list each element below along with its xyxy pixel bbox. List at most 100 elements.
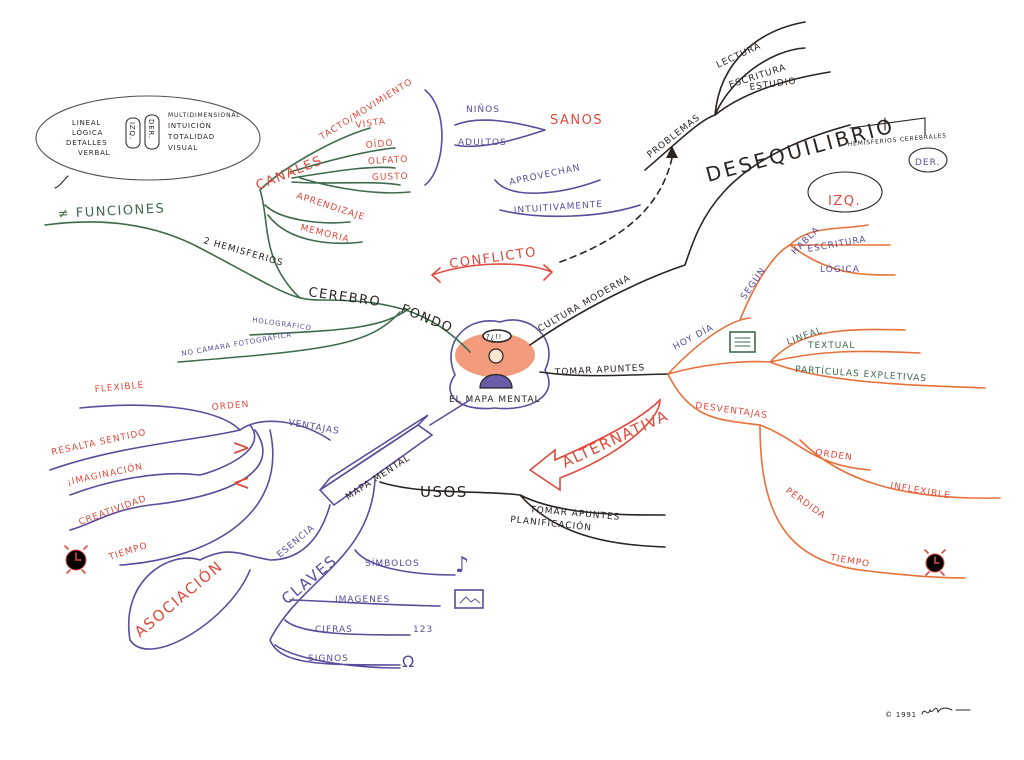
trait-verbal: Verbal [78, 149, 110, 157]
trait-intuicion: Intuición [168, 121, 212, 130]
trait-multidimensional: Multidimensional [168, 112, 240, 119]
label-gusto: Gusto [372, 172, 409, 183]
greater-than-symbol: > [232, 436, 252, 461]
label-intuitivamente: Intuitivamente [514, 200, 604, 216]
dashed-arrow-line [559, 157, 673, 263]
label-desventajas: Desventajas [695, 401, 769, 421]
label-tiempo-desventajas: Tiempo [828, 553, 870, 570]
trait-totalidad: Totalidad [167, 133, 215, 141]
der-hemisphere-icon [144, 114, 160, 150]
picture-icon [454, 589, 484, 609]
label-cifras: Cifras [315, 625, 353, 635]
branch-mapa-mental: Mapa mental Ventajas Orden Flexible Resa… [49, 381, 666, 671]
person-head-icon [488, 348, 504, 364]
label-segun: Según [738, 265, 769, 302]
alternativa-group: Alternativa [528, 398, 671, 492]
line-doc [667, 328, 986, 389]
line-ninos-adultos [454, 119, 641, 218]
label-aprovechan: Aprovechan [509, 163, 582, 188]
line-hoy-dia [667, 224, 896, 375]
label-conflicto: Conflicto [448, 245, 538, 272]
line-to-center [429, 399, 471, 426]
line-aprendizaje-memoria [264, 204, 363, 245]
conflicto-group: Conflicto [430, 146, 678, 283]
label-logica: Lógica [820, 263, 860, 275]
speech-text: ?¿!! [486, 333, 502, 341]
label-fondo: Fondo [399, 302, 456, 337]
label-signos: Signos [308, 654, 349, 664]
label-orden-ventajas: Orden [211, 400, 249, 413]
label-inflexible: Inflexible [889, 481, 951, 501]
alarm-clock-icon [924, 549, 946, 576]
label-imagenes: Imagenes [335, 595, 390, 605]
line-no-camara [177, 311, 401, 363]
label-canales: Canales [254, 153, 325, 193]
label-sanos: Sanos [550, 113, 603, 128]
line-ventajas [49, 404, 331, 566]
signature [921, 707, 971, 715]
label-cultura-moderna: Cultura moderna [537, 273, 633, 334]
omega-icon: Ω [402, 652, 416, 671]
label-textual: Textual [807, 341, 855, 351]
line-fondo [44, 221, 471, 353]
label-asociacion: Asociación [130, 556, 226, 641]
note-der-label: Der. [147, 119, 155, 139]
line-cultura [529, 124, 851, 346]
alternativa-arrow-icon [528, 398, 661, 492]
less-than-symbol: < [232, 471, 252, 496]
scale-pan-izq [807, 171, 883, 213]
alarm-clock-icon [64, 545, 88, 574]
line-claves [269, 479, 456, 669]
label-funciones: ≠ Funciones [57, 201, 165, 222]
center-cloud [449, 319, 550, 410]
line-esencia [127, 504, 331, 650]
label-simbolos: Símbolos [365, 557, 420, 569]
label-tomar-apuntes: Tomar apuntes [554, 363, 646, 378]
label-claves: Claves [278, 551, 341, 608]
label-123: 123 [413, 625, 433, 635]
person-body-icon [479, 374, 513, 389]
label-alternativa: Alternativa [559, 406, 671, 471]
line-desventajas [667, 373, 1001, 579]
line-sentidos [289, 147, 411, 194]
bracket-sentidos [424, 89, 443, 186]
label-izq: Izq. [828, 194, 861, 209]
label-olfato: Olfato [368, 155, 409, 167]
label-orden-desventajas: Orden [815, 448, 854, 463]
scale-beam [849, 117, 926, 136]
label-adultos: Adultos [458, 138, 507, 148]
speech-bubble-icon [482, 329, 512, 343]
label-oido: Oído [365, 137, 394, 151]
note-tail [54, 175, 69, 189]
hemispheres-note: Lineal Lógica Detalles Verbal Izq. Der. … [35, 95, 261, 189]
line-usos [379, 481, 666, 548]
label-desequilibrio: Desequilibrio [703, 113, 898, 187]
trait-detalles: Detalles [66, 139, 107, 147]
label-resalta-sentido: Resalta sentido [51, 428, 148, 458]
line-problemas [644, 21, 831, 171]
label-ventajas: Ventajas [287, 418, 340, 437]
document-icon [729, 331, 756, 353]
line-tomar-apuntes [539, 371, 669, 377]
label-usos: Usos [420, 483, 468, 501]
label-perdida: Pérdida [783, 485, 828, 522]
trait-visual: Visual [168, 144, 198, 152]
scale-pan-der [908, 147, 948, 173]
label-creatividad: Creatividad [78, 494, 149, 528]
mapa-mental-box-top [319, 414, 429, 491]
center-label: El mapa mental [449, 395, 541, 405]
branch-tomar-apuntes: Tomar apuntes Hoy día Según Habla Escrit… [539, 224, 1001, 579]
label-aprendizaje: Aprendizaje [295, 191, 366, 223]
label-tiempo-ventajas: Tiempo [107, 541, 149, 563]
label-der: Der. [915, 158, 940, 168]
label-holografico: Holográfico [252, 315, 313, 332]
note-ellipse [35, 95, 261, 181]
mapa-mental-box-front [318, 424, 434, 507]
line-canales [259, 127, 371, 299]
line-holografico [249, 307, 411, 336]
copyright-text: © 1991 [885, 711, 917, 719]
label-cerebro: Cerebro [307, 285, 382, 310]
label-mapa-mental: Mapa mental [344, 453, 412, 502]
label-vista: Vista [355, 117, 387, 131]
